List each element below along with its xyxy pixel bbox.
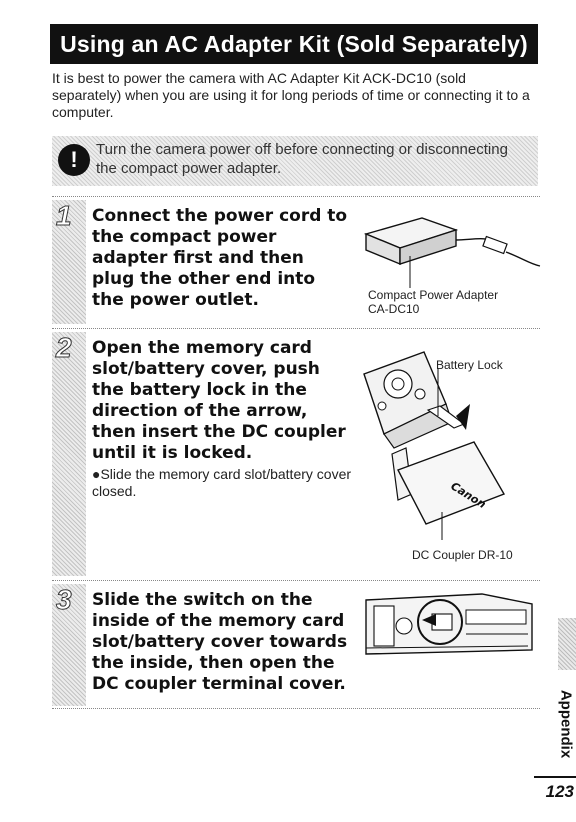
- camera-battery-illustration: Canon: [363, 351, 506, 540]
- compact-power-adapter-illustration: [363, 217, 541, 288]
- step-band: [52, 200, 86, 324]
- step-1-title: Connect the power cord to the compact po…: [92, 206, 348, 310]
- caution-icon: !: [58, 144, 90, 176]
- page-number: 123: [545, 782, 574, 801]
- step-divider: [52, 580, 540, 581]
- step-divider: [52, 328, 540, 329]
- step-band: [52, 332, 86, 576]
- page-number-rule: [534, 776, 576, 778]
- caution-box: ! Turn the camera power off before conne…: [52, 136, 538, 186]
- step-2-bullet-text: Slide the memory card slot/battery cover…: [92, 466, 352, 499]
- step-2-title: Open the memory card slot/battery cover,…: [92, 338, 346, 463]
- caution-text: Turn the camera power off before connect…: [96, 141, 508, 177]
- intro-text: It is best to power the camera with AC A…: [52, 70, 530, 120]
- step-number: 1: [56, 200, 73, 232]
- battery-lock-caption: Battery Lock: [436, 358, 503, 372]
- step-divider: [52, 196, 540, 197]
- step-number: 2: [56, 332, 73, 364]
- step-3-title: Slide the switch on the inside of the me…: [92, 590, 348, 694]
- memory-card-slot-illustration: [365, 593, 533, 655]
- page-title: Using an AC Adapter Kit (Sold Separately…: [50, 24, 538, 64]
- bullet-icon: ●: [92, 466, 101, 482]
- step-number: 3: [56, 584, 73, 616]
- adapter-caption-name: Compact Power Adapter: [368, 288, 499, 302]
- appendix-tab-label: Appendix: [557, 689, 575, 759]
- step-divider: [52, 708, 540, 709]
- step-band: [52, 584, 86, 706]
- appendix-tab-marker: [558, 618, 576, 670]
- dc-coupler-caption: DC Coupler DR-10: [412, 548, 513, 562]
- step-2-bullet: ●Slide the memory card slot/battery cove…: [92, 466, 352, 500]
- adapter-caption-model: CA-DC10: [368, 302, 420, 316]
